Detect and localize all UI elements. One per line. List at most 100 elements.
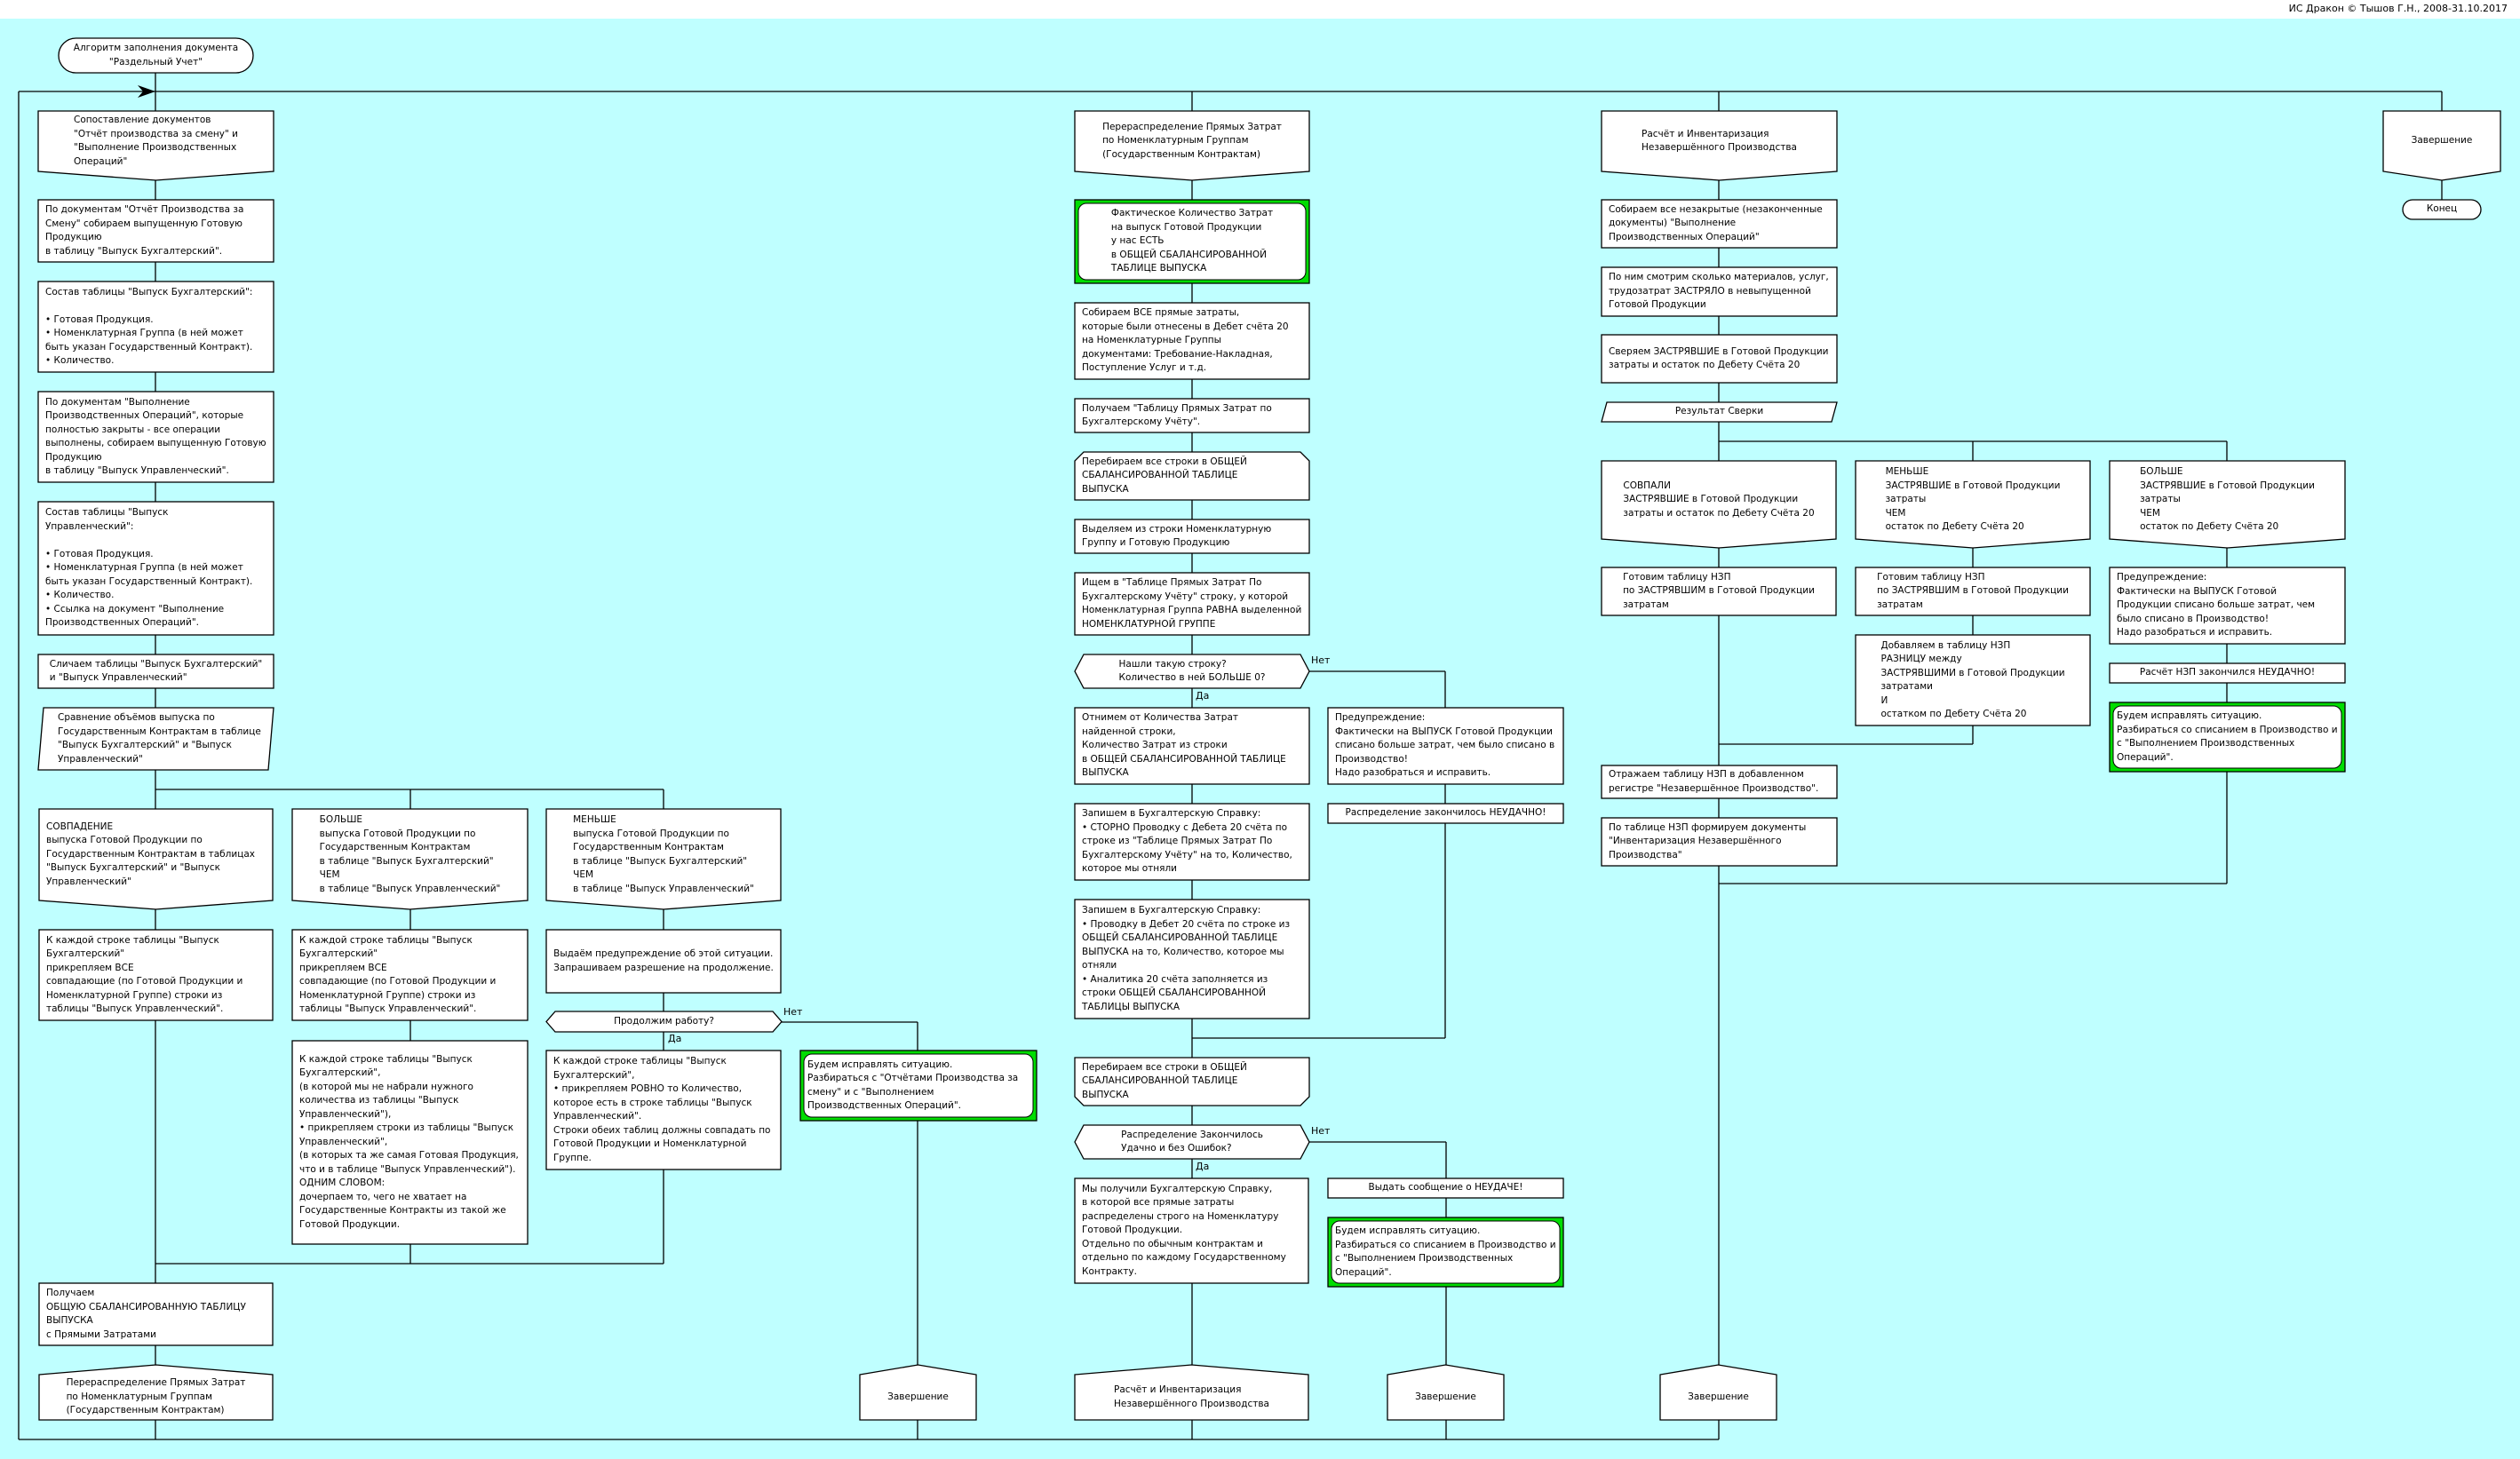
action-box[interactable]: По документам "Отчёт Производства за Сме… <box>38 200 274 262</box>
action-box[interactable]: К каждой строке таблицы "Выпуск Бухгалте… <box>546 1051 781 1170</box>
highlighted-fix-box[interactable]: Будем исправлять ситуацию. Разбираться с… <box>1328 1217 1563 1287</box>
action-box[interactable]: Добавляем в таблицу НЗП РАЗНИЦУ между ЗА… <box>1856 635 2090 726</box>
rounded-inner-shape <box>1077 202 1307 281</box>
action-shape <box>37 501 274 636</box>
node-text: По документам "Отчёт Производства за Сме… <box>45 204 244 257</box>
highlighted-fix-box[interactable]: Будем исправлять ситуацию. Разбираться с… <box>800 1051 1037 1121</box>
question-continue[interactable]: Продолжим работу? <box>546 1011 782 1032</box>
yes-label: Да <box>1196 1161 1210 1172</box>
node-text: К каждой строке таблицы "Выпуск Бухгалте… <box>553 1056 771 1163</box>
case-less[interactable]: МЕНЬШЕ выпуска Готовой Продукции по Госу… <box>546 809 781 900</box>
node-text: Распределение закончилось НЕУДАЧНО! <box>1345 807 1546 819</box>
question-shape <box>1074 1124 1310 1160</box>
action-box[interactable]: Получаем ОБЩУЮ СБАЛАНСИРОВАННУЮ ТАБЛИЦУ … <box>39 1283 273 1345</box>
highlighted-fix-box[interactable]: Будем исправлять ситуацию. Разбираться с… <box>2110 702 2345 772</box>
address-end[interactable]: Завершение <box>1660 1375 1777 1420</box>
node-text: Мы получили Бухгалтерскую Справку, в кот… <box>1082 1183 1286 1277</box>
branch-header-compare[interactable]: Сопоставление документов "Отчёт производ… <box>38 111 274 171</box>
question-distribution-ok[interactable]: Распределение Закончилось Удачно и без О… <box>1075 1125 1309 1159</box>
action-box[interactable]: Готовим таблицу НЗП по ЗАСТРЯВШИМ в Гото… <box>1856 567 2090 615</box>
end-terminator[interactable]: Конец <box>2403 200 2481 219</box>
action-box[interactable]: Сличаем таблицы "Выпуск Бухгалтерский" и… <box>38 654 274 688</box>
question-found-row[interactable]: Нашли такую строку? Количество в ней БОЛ… <box>1075 654 1309 688</box>
node-text: Собираем все незакрытые (незаконченные д… <box>1609 203 1823 242</box>
node-text: Собираем ВСЕ прямые затраты, которые был… <box>1082 307 1289 374</box>
terminator-shape <box>2402 199 2482 220</box>
warning-box[interactable]: Предупреждение: Фактически на ВЫПУСК Гот… <box>2110 567 2345 644</box>
action-box[interactable]: Состав таблицы "Выпуск Управленческий": … <box>38 502 274 635</box>
branch-header-finish[interactable]: Завершение <box>2383 111 2500 171</box>
node-text: Сличаем таблицы "Выпуск Бухгалтерский" и… <box>49 658 263 684</box>
node-text: СОВПАДЕНИЕ выпуска Готовой Продукции по … <box>46 821 255 887</box>
node-text: Выделяем из строки Номенклатурную Группу… <box>1082 523 1272 549</box>
node-text: Предупреждение: Фактически на ВЫПУСК Гот… <box>1335 712 1555 779</box>
fail-box[interactable]: Распределение закончилось НЕУДАЧНО! <box>1328 804 1563 823</box>
action-box[interactable]: Собираем все незакрытые (незаконченные д… <box>1602 200 1837 248</box>
node-text: Нашли такую строку? Количество в ней БОЛ… <box>1118 658 1266 684</box>
address-end[interactable]: Завершение <box>860 1375 976 1420</box>
action-shape <box>1074 519 1310 554</box>
node-text: По документам "Выполнение Производственн… <box>45 396 266 477</box>
action-box[interactable]: К каждой строке таблицы "Выпуск Бухгалте… <box>292 1041 528 1244</box>
action-shape <box>1074 803 1310 881</box>
title-terminator[interactable]: Алгоритм заполнения документа "Раздельны… <box>59 38 253 73</box>
case-match[interactable]: СОВПАДЕНИЕ выпуска Готовой Продукции по … <box>39 809 273 900</box>
action-shape <box>1074 302 1310 380</box>
branch-header-redistribution[interactable]: Перераспределение Прямых Затрат по Номен… <box>1075 111 1309 171</box>
action-box[interactable]: Запишем в Бухгалтерскую Справку: • Прово… <box>1075 900 1309 1019</box>
action-box[interactable]: Отражаем таблицу НЗП в добавленном регис… <box>1602 765 1837 798</box>
action-shape <box>1327 707 1564 785</box>
action-box[interactable]: Мы получили Бухгалтерскую Справку, в кот… <box>1075 1178 1308 1283</box>
highlighted-fact-box[interactable]: Фактическое Количество Затрат на выпуск … <box>1075 200 1309 283</box>
select-shelf[interactable]: Результат Сверки <box>1602 402 1837 422</box>
loop-start[interactable]: Перебираем все строки в ОБЩЕЙ СБАЛАНСИРО… <box>1075 452 1309 500</box>
shelf-shape <box>1601 401 1838 423</box>
address-shape <box>859 1364 977 1421</box>
case-less[interactable]: МЕНЬШЕ ЗАСТРЯВШИЕ в Готовой Продукции за… <box>1856 461 2090 539</box>
yes-label: Да <box>1196 690 1210 702</box>
loopend-shape <box>1074 1057 1310 1106</box>
action-box[interactable]: Получаем "Таблицу Прямых Затрат по Бухга… <box>1075 399 1309 432</box>
fail-box[interactable]: Расчёт НЗП закончился НЕУДАЧНО! <box>2110 663 2345 683</box>
node-text: По таблице НЗП формируем документы "Инве… <box>1609 821 1807 860</box>
top-bar: ИС Дракон © Тышов Г.Н., 2008-31.10.2017 <box>0 0 2520 19</box>
node-text: Добавляем в таблицу НЗП РАЗНИЦУ между ЗА… <box>1880 639 2065 720</box>
action-box[interactable]: Ищем в "Таблице Прямых Затрат По Бухгалт… <box>1075 573 1309 635</box>
node-text: Готовим таблицу НЗП по ЗАСТРЯВШИМ в Гото… <box>1623 571 1815 610</box>
action-box[interactable]: По ним смотрим сколько материалов, услуг… <box>1602 267 1837 316</box>
branch-shape <box>37 110 274 181</box>
action-box[interactable]: Собираем ВСЕ прямые затраты, которые был… <box>1075 303 1309 379</box>
node-text: Запишем в Бухгалтерскую Справку: • Прово… <box>1082 905 1291 1012</box>
action-shape <box>37 391 274 483</box>
case-more[interactable]: БОЛЬШЕ выпуска Готовой Продукции по Госу… <box>292 809 528 900</box>
terminator-shape <box>58 37 254 74</box>
action-box[interactable]: Отнимем от Количества Затрат найденной с… <box>1075 708 1309 784</box>
no-label: Нет <box>1311 654 1331 666</box>
node-text: Расчёт и Инвентаризация Незавершённого П… <box>1642 128 1797 154</box>
select-shelf[interactable]: Сравнение объёмов выпуска по Государстве… <box>38 708 274 770</box>
branch-header-wip[interactable]: Расчёт и Инвентаризация Незавершённого П… <box>1602 111 1837 171</box>
node-text: Завершение <box>1688 1391 1749 1402</box>
node-text: Фактическое Количество Затрат на выпуск … <box>1110 208 1274 274</box>
action-shape <box>1074 707 1310 785</box>
warning-box[interactable]: Предупреждение: Фактически на ВЫПУСК Гот… <box>1328 708 1563 784</box>
action-box[interactable]: Состав таблицы "Выпуск Бухгалтерский": •… <box>38 281 274 372</box>
address-shape <box>1387 1364 1505 1421</box>
action-box[interactable]: По таблице НЗП формируем документы "Инве… <box>1602 818 1837 866</box>
action-box[interactable]: Сверяем ЗАСТРЯВШИЕ в Готовой Продукции з… <box>1602 335 1837 383</box>
action-box[interactable]: Готовим таблицу НЗП по ЗАСТРЯВШИМ в Гото… <box>1602 567 1836 615</box>
action-box[interactable]: Выделяем из строки Номенклатурную Группу… <box>1075 519 1309 553</box>
action-box[interactable]: К каждой строке таблицы "Выпуск Бухгалте… <box>292 930 528 1020</box>
action-box[interactable]: По документам "Выполнение Производственн… <box>38 392 274 482</box>
action-box[interactable]: Выдаём предупреждение об этой ситуации. … <box>546 930 781 993</box>
case-more[interactable]: БОЛЬШЕ ЗАСТРЯВШИЕ в Готовой Продукции за… <box>2110 461 2345 539</box>
case-equal[interactable]: СОВПАЛИ ЗАСТРЯВШИЕ в Готовой Продукции з… <box>1602 461 1836 539</box>
address-goto-wip[interactable]: Расчёт и Инвентаризация Незавершённого П… <box>1075 1375 1308 1420</box>
action-box[interactable]: К каждой строке таблицы "Выпуск Бухгалте… <box>39 930 273 1020</box>
fail-message-box[interactable]: Выдать сообщение о НЕУДАЧЕ! <box>1328 1178 1563 1198</box>
address-end[interactable]: Завершение <box>1387 1375 1504 1420</box>
action-shape <box>38 1282 274 1346</box>
loop-end[interactable]: Перебираем все строки в ОБЩЕЙ СБАЛАНСИРО… <box>1075 1058 1309 1106</box>
action-box[interactable]: Запишем в Бухгалтерскую Справку: • СТОРН… <box>1075 804 1309 880</box>
address-goto-redistribution[interactable]: Перераспределение Прямых Затрат по Номен… <box>39 1375 273 1420</box>
